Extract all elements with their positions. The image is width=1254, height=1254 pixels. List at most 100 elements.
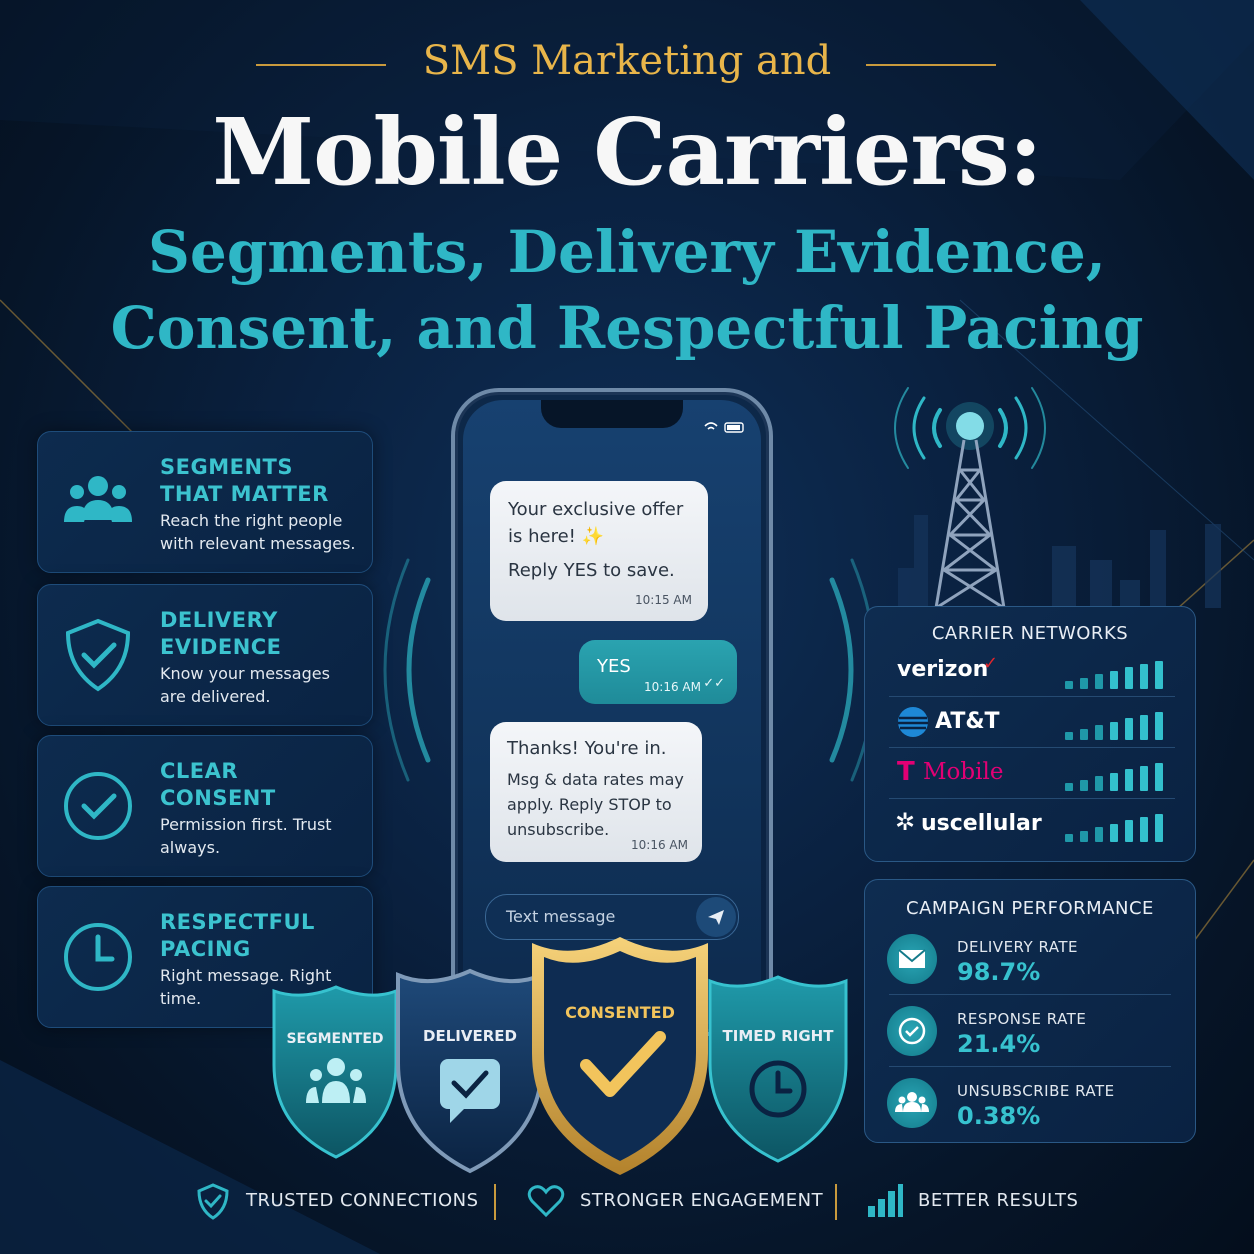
signal-bars-icon xyxy=(1065,659,1169,689)
uscellular-star-icon: ✲ xyxy=(895,808,916,836)
circle-check-icon xyxy=(64,772,132,840)
status-icons xyxy=(704,422,744,433)
metric-value: 21.4% xyxy=(957,1030,1041,1058)
feature-title: SEGMENTS THAT MATTER xyxy=(160,455,329,506)
metric-value: 98.7% xyxy=(957,958,1041,986)
message-time: 10:15 AM xyxy=(635,593,692,607)
signal-bar xyxy=(1065,681,1073,689)
shield-check-icon xyxy=(197,1183,229,1220)
shield-check-icon xyxy=(65,618,131,692)
shield-label: SEGMENTED xyxy=(286,1031,384,1047)
people-group-icon xyxy=(64,476,132,522)
divider xyxy=(889,994,1171,995)
message-text: is here! ✨ xyxy=(508,526,605,547)
panel-title: CARRIER NETWORKS xyxy=(931,623,1129,644)
message-time: 10:16 AM xyxy=(644,680,701,694)
carrier-row-tmobile: T Mobile xyxy=(889,747,1175,799)
message-text: apply. Reply STOP to xyxy=(507,795,672,814)
feature-title: RESPECTFUL PACING xyxy=(160,910,315,961)
kicker-line-left xyxy=(256,64,386,66)
signal-bar xyxy=(1110,721,1118,740)
message-text: unsubscribe. xyxy=(507,820,610,839)
message-text: Your exclusive offer xyxy=(508,499,684,520)
signal-bar xyxy=(1095,674,1103,689)
kicker-text: SMS Marketing and xyxy=(422,38,832,84)
message-text: Reply YES to save. xyxy=(508,560,675,581)
signal-bars-icon xyxy=(1065,710,1169,740)
footer-item: STRONGER ENGAGEMENT xyxy=(580,1190,824,1211)
feature-card-delivery: DELIVERY EVIDENCE Know your messages are… xyxy=(37,584,373,726)
signal-bar xyxy=(1095,776,1103,791)
feature-desc: Know your messages are delivered. xyxy=(160,664,330,706)
message-input-placeholder: Text message xyxy=(506,907,616,926)
shield-label: TIMED RIGHT xyxy=(722,1027,834,1045)
signal-bar xyxy=(1125,769,1133,791)
send-button[interactable] xyxy=(696,897,736,937)
signal-bar xyxy=(1125,667,1133,689)
signal-waves xyxy=(383,558,877,782)
check-circle-icon xyxy=(887,1006,937,1056)
signal-bar xyxy=(1125,820,1133,842)
subtitle-line-2: Consent, and Respectful Pacing xyxy=(110,294,1144,362)
feature-card-consent: CLEAR CONSENT Permission first. Trust al… xyxy=(37,735,373,877)
metric-label: UNSUBSCRIBE RATE xyxy=(957,1082,1115,1100)
signal-bar xyxy=(1110,772,1118,791)
footer-separator xyxy=(494,1184,496,1220)
incoming-message: Your exclusive offer is here! ✨ Reply YE… xyxy=(490,481,708,621)
message-time: 10:16 AM xyxy=(631,838,688,852)
heart-icon xyxy=(527,1185,565,1218)
signal-bar xyxy=(1140,715,1148,740)
verizon-check-icon: ✓ xyxy=(983,653,999,674)
signal-bar xyxy=(1065,834,1073,842)
signal-bar xyxy=(1140,664,1148,689)
signal-bar xyxy=(1155,813,1163,842)
phone-notch xyxy=(541,400,683,428)
signal-bar xyxy=(1065,732,1073,740)
message-input[interactable]: Text message xyxy=(485,894,739,940)
page-title: Mobile Carriers: xyxy=(212,98,1042,206)
kicker-line-right xyxy=(866,64,996,66)
feature-title: DELIVERY EVIDENCE xyxy=(160,608,282,659)
message-text: YES xyxy=(597,656,631,677)
envelope-icon xyxy=(887,934,937,984)
signal-bar xyxy=(1155,660,1163,689)
signal-bar xyxy=(1080,830,1088,842)
carrier-row-verizon: verizon ✓ xyxy=(889,645,1175,697)
signal-bar xyxy=(1140,817,1148,842)
signal-bar xyxy=(1080,779,1088,791)
signal-bar xyxy=(1155,711,1163,740)
signal-bar xyxy=(1080,677,1088,689)
signal-bar xyxy=(1110,670,1118,689)
carrier-name: uscellular xyxy=(921,811,1042,836)
carrier-row-att: AT&T xyxy=(889,696,1175,748)
signal-bars-icon xyxy=(1065,761,1169,791)
feature-title: CLEAR CONSENT xyxy=(160,759,276,810)
message-text: Msg & data rates may xyxy=(507,770,684,789)
bar-chart-icon xyxy=(868,1184,903,1217)
phone-mockup: Your exclusive offer is here! ✨ Reply YE… xyxy=(451,388,773,1036)
signal-bars-icon xyxy=(1065,812,1169,842)
signal-bar xyxy=(1065,783,1073,791)
signal-bar xyxy=(1080,728,1088,740)
read-receipt-icon: ✓✓ xyxy=(703,676,725,691)
signal-bar xyxy=(1095,827,1103,842)
carrier-row-uscellular: ✲ uscellular xyxy=(889,798,1175,849)
panel-title: CAMPAIGN PERFORMANCE xyxy=(906,898,1154,919)
cell-tower-icon xyxy=(894,387,1046,610)
shield-label: CONSENTED xyxy=(565,1003,675,1022)
carrier-name: Mobile xyxy=(923,759,1004,785)
signal-bar xyxy=(1125,718,1133,740)
signal-bar xyxy=(1110,823,1118,842)
footer-separator xyxy=(835,1184,837,1220)
subtitle-line-1: Segments, Delivery Evidence, xyxy=(148,218,1106,286)
carrier-name: verizon xyxy=(897,657,989,682)
metric-value: 0.38% xyxy=(957,1102,1041,1130)
tmobile-t-icon: T xyxy=(897,757,915,787)
incoming-message: Thanks! You're in. Msg & data rates may … xyxy=(490,722,702,862)
feature-desc: Right message. Right time. xyxy=(160,966,332,1008)
clock-icon xyxy=(64,923,132,991)
feature-desc: Reach the right people with relevant mes… xyxy=(160,511,356,553)
message-text: Thanks! You're in. xyxy=(507,738,667,759)
